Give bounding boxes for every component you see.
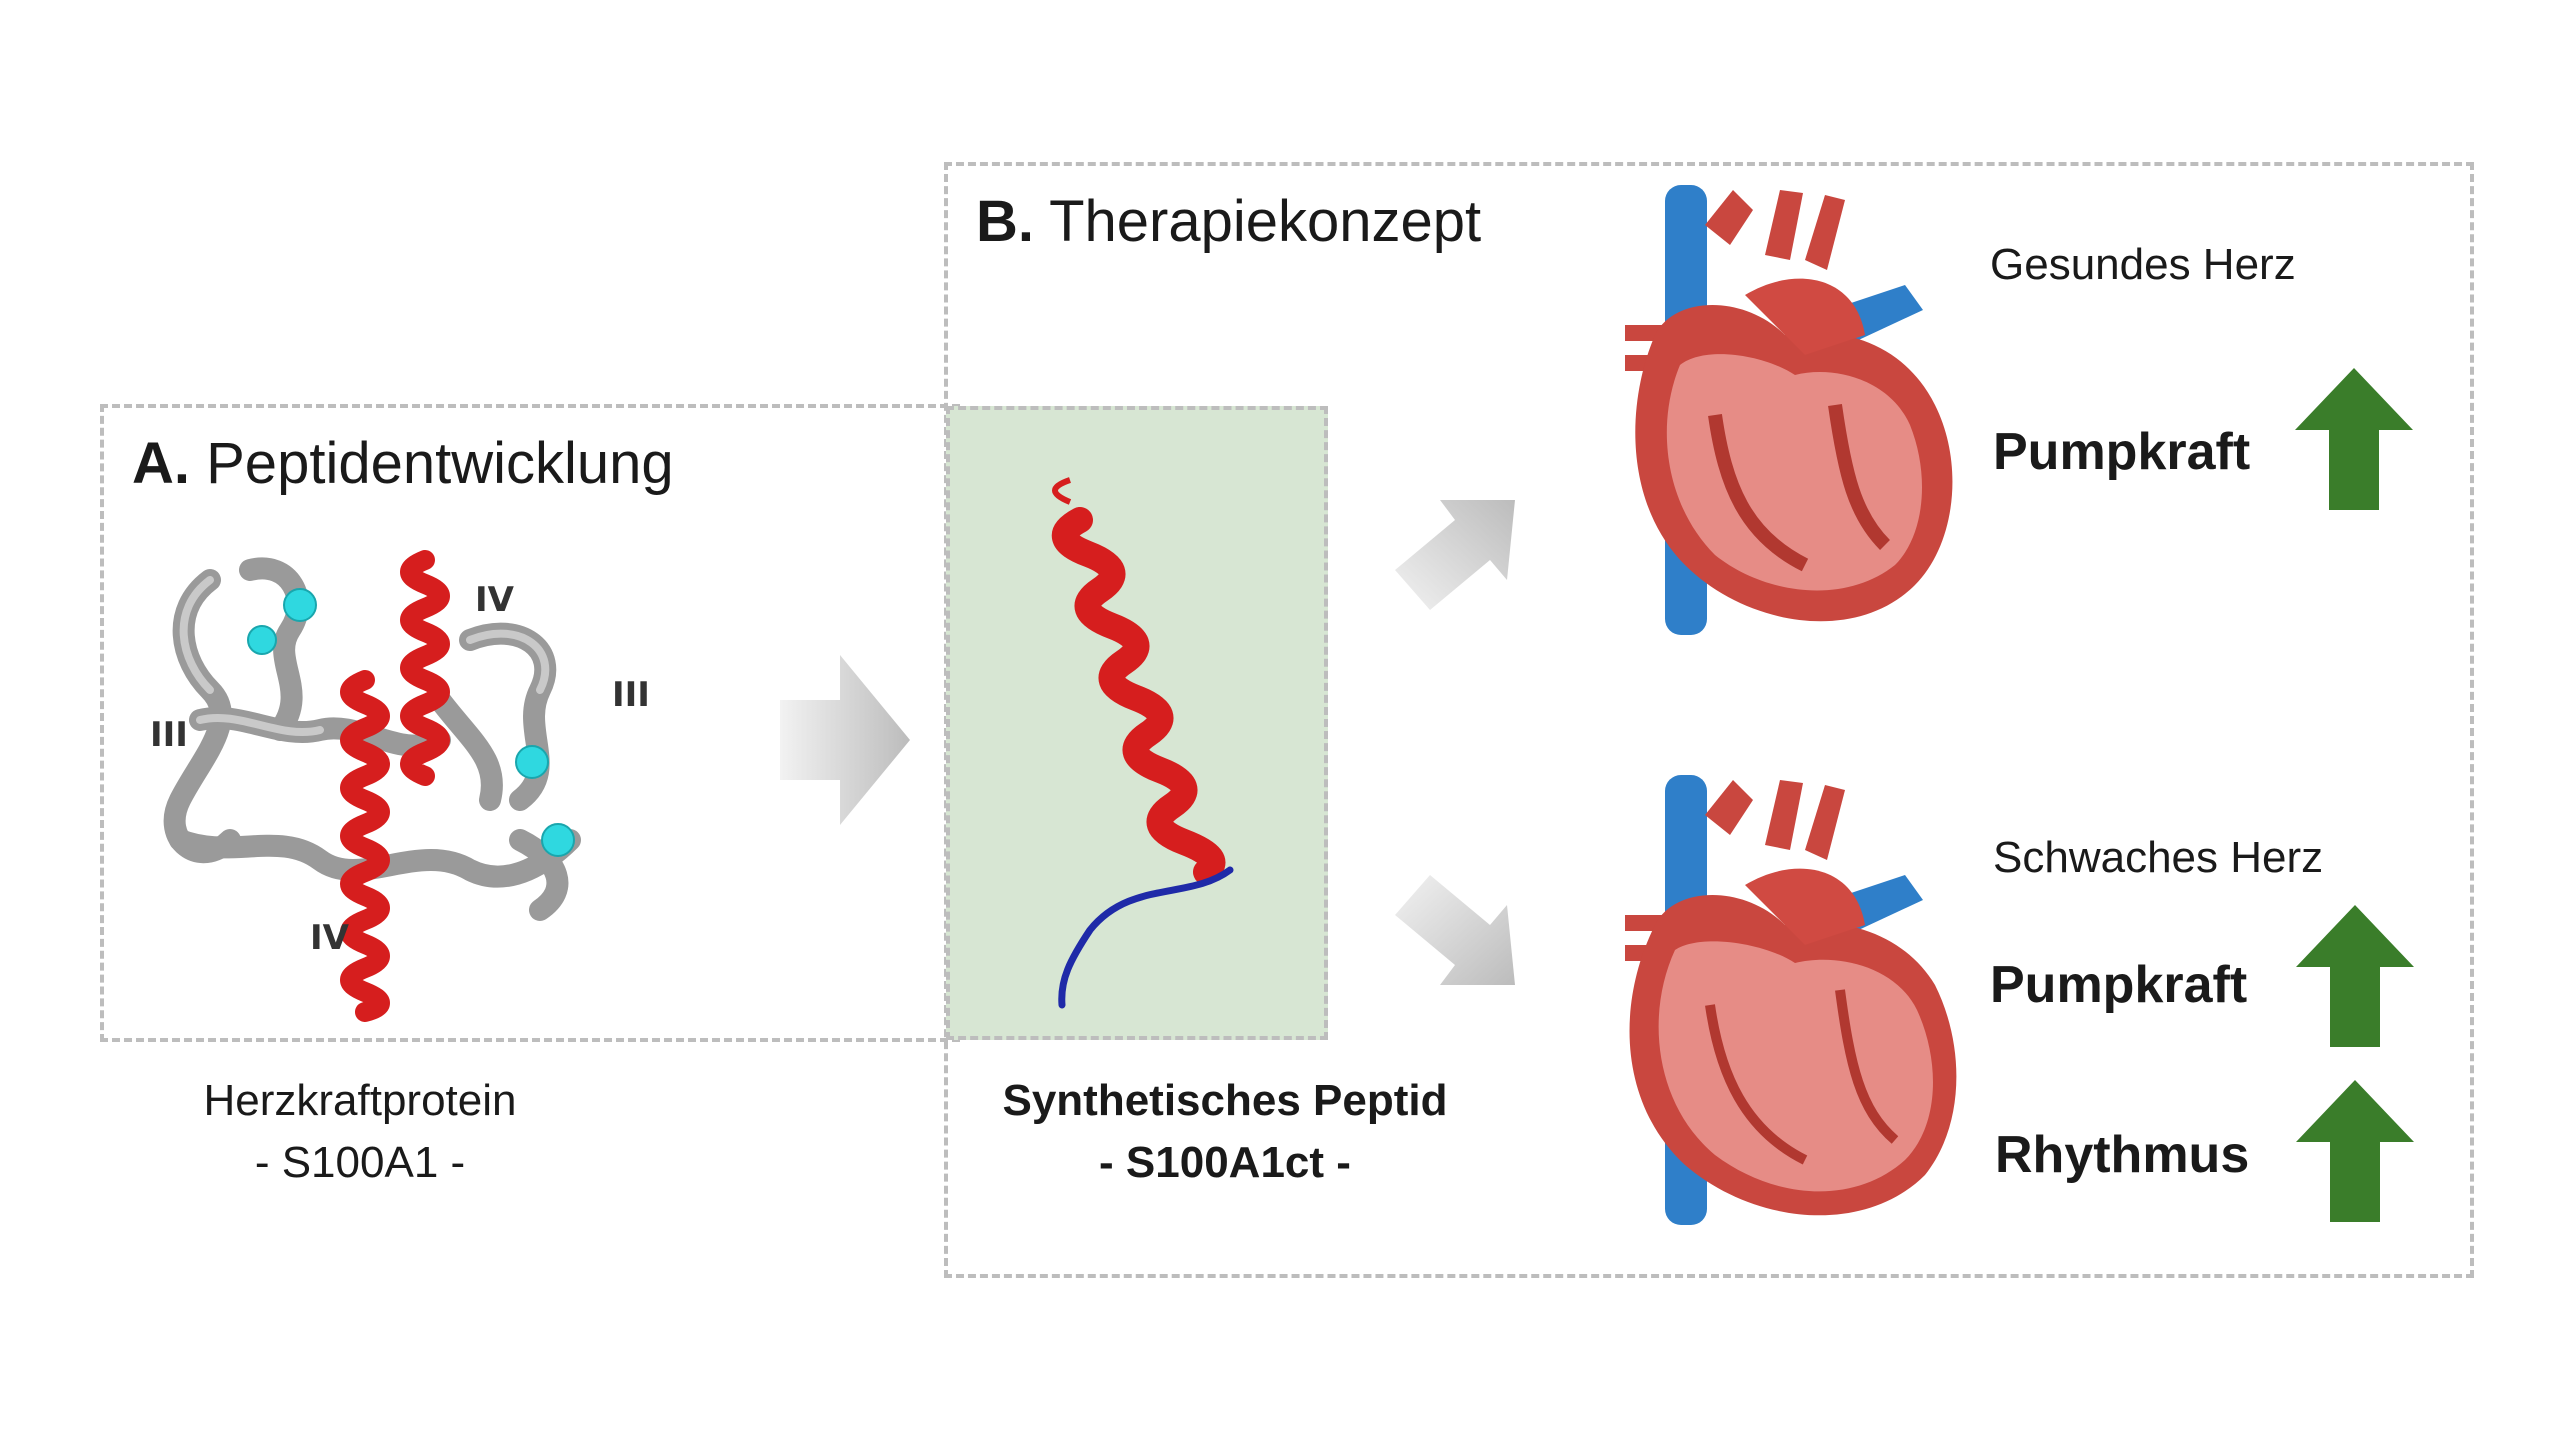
- label-helix-iv-bottom: IV: [310, 918, 349, 958]
- label-helix-iii-right: III: [612, 675, 650, 715]
- healthy-heart-label: Gesundes Herz: [1990, 240, 2296, 289]
- arrow-up-right-icon: [1395, 500, 1515, 610]
- panel-b-letter: B.: [976, 189, 1034, 254]
- weak-heart-image: [1625, 775, 1957, 1225]
- arrow-up-icon: [2296, 1080, 2414, 1222]
- peptide-caption: Synthetisches Peptid - S100A1ct -: [965, 1070, 1485, 1194]
- weak-metric-rhythmus: Rhythmus: [1995, 1126, 2250, 1184]
- protein-caption-name: Herzkraftprotein: [203, 1076, 517, 1125]
- panel-a-title: A. Peptidentwicklung: [132, 430, 674, 497]
- panel-b-title: B. Therapiekonzept: [976, 188, 1481, 255]
- panel-b-title-text: Therapiekonzept: [1049, 189, 1482, 254]
- protein-caption: Herzkraftprotein - S100A1 -: [150, 1070, 570, 1194]
- healthy-heart-image: [1625, 185, 1953, 635]
- weak-heart-label: Schwaches Herz: [1993, 833, 2324, 882]
- arrow-up-icon: [2296, 905, 2414, 1047]
- weak-metric-pumpkraft: Pumpkraft: [1990, 956, 2248, 1014]
- panel-a-title-text: Peptidentwicklung: [206, 431, 674, 496]
- arrow-down-right-icon: [1395, 875, 1515, 985]
- arrow-up-icon: [2295, 368, 2413, 510]
- healthy-metric-pumpkraft: Pumpkraft: [1993, 423, 2251, 481]
- protein-structure-image: [163, 550, 581, 1022]
- arrow-right-icon: [780, 655, 910, 825]
- peptide-caption-name: Synthetisches Peptid: [1002, 1076, 1448, 1125]
- peptide-caption-id: - S100A1ct -: [1099, 1138, 1351, 1187]
- protein-caption-id: - S100A1 -: [254, 1138, 466, 1187]
- peptide-background: [946, 406, 1328, 1040]
- peptide-structure-image: [1052, 477, 1234, 1009]
- panel-a-letter: A.: [132, 431, 190, 496]
- label-helix-iii-left: III: [150, 715, 188, 755]
- label-helix-iv-top: IV: [475, 580, 514, 620]
